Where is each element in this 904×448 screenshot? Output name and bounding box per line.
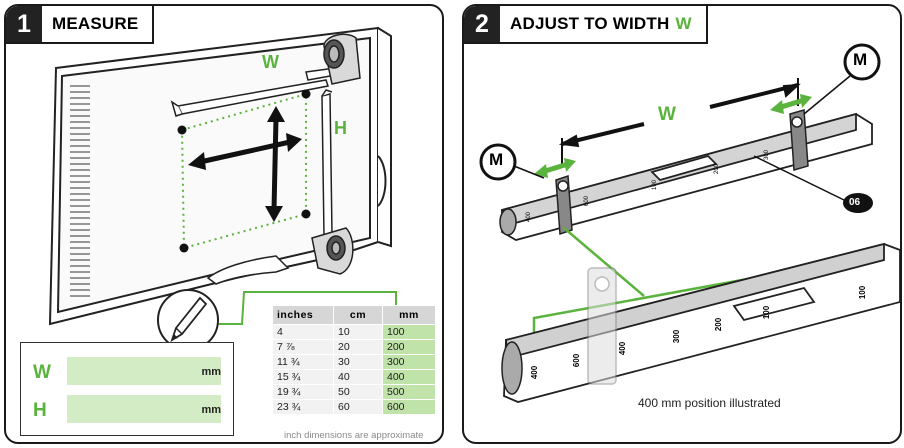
bracket-right <box>789 109 809 171</box>
m-badge-icon <box>479 43 881 181</box>
zoomed-rail <box>503 242 900 403</box>
rail-mark: 200 <box>714 163 721 175</box>
header-mm: mm <box>382 305 436 325</box>
label-h: H <box>334 118 347 138</box>
table-leader-line <box>216 291 397 325</box>
conversion-table: inches cm mm 4 10 100 7 ⅞ 20 200 11 ¾ 30… <box>272 305 436 415</box>
rail-mark: 100 <box>652 179 659 191</box>
bracket-left <box>555 174 573 236</box>
cell-cm: 40 <box>333 369 383 385</box>
cell-inches: 7 ⅞ <box>272 339 334 355</box>
height-arrow <box>265 106 285 222</box>
pencil-icon <box>157 289 219 351</box>
step1-header: 1 MEASURE <box>6 6 155 44</box>
step1-panel: 1 MEASURE <box>4 4 444 444</box>
rail-adjust-illustration <box>479 43 900 403</box>
tape-measure-top <box>323 33 361 85</box>
bracket-ghost <box>587 267 617 385</box>
table-row: 7 ⅞ 20 200 <box>272 339 436 355</box>
step1-title: MEASURE <box>52 14 139 33</box>
rail-end-cap <box>499 208 517 236</box>
cell-inches: 11 ¾ <box>272 354 334 370</box>
height-unit: mm <box>201 404 221 416</box>
m-badge-right-text: M <box>853 50 868 69</box>
part-06-text: 06 <box>849 197 861 208</box>
step2-header: 2 ADJUST TO WIDTH W <box>464 6 708 44</box>
cell-cm: 60 <box>333 399 383 415</box>
table-row: 19 ¾ 50 500 <box>272 384 436 400</box>
zoom-mark: 300 <box>672 329 682 344</box>
rail-mark: 300 <box>764 149 771 161</box>
zoom-mark: 100 <box>762 305 772 320</box>
width-key: W <box>33 362 51 383</box>
zoom-mark: 100 <box>858 285 868 300</box>
rail-mark: 400 <box>526 211 533 223</box>
tv-stand-slot <box>206 255 290 285</box>
tv-body <box>48 26 392 326</box>
cell-inches: 23 ¾ <box>272 399 334 415</box>
cell-inches: 19 ¾ <box>272 384 334 400</box>
cell-mm: 300 <box>382 354 436 370</box>
zoom-mark: 200 <box>714 317 724 332</box>
height-key: H <box>33 400 47 421</box>
cell-cm: 20 <box>333 339 383 355</box>
zoomed-rail-end-cap <box>501 341 523 395</box>
header-cm: cm <box>333 305 383 325</box>
table-row: 11 ¾ 30 300 <box>272 354 436 370</box>
label-w: W <box>262 52 279 72</box>
vesa-pattern-outline <box>180 92 307 250</box>
cell-cm: 30 <box>333 354 383 370</box>
tv-vents <box>70 85 90 297</box>
cell-cm: 10 <box>333 324 383 340</box>
table-row: 23 ¾ 60 600 <box>272 399 436 415</box>
cell-mm: 400 <box>382 369 436 385</box>
measurement-form: W mm H mm <box>20 342 234 436</box>
cell-mm: 600 <box>382 399 436 415</box>
height-value-field[interactable] <box>67 395 221 423</box>
width-value-field[interactable] <box>67 357 221 385</box>
width-row: W mm <box>21 357 233 387</box>
cell-inches: 15 ¾ <box>272 369 334 385</box>
tv-measure-illustration <box>48 26 397 351</box>
zoom-mark: 400 <box>530 365 540 380</box>
cell-mm: 200 <box>382 339 436 355</box>
double-arrow-icon <box>534 94 812 178</box>
height-row: H mm <box>21 395 233 425</box>
m-badge-left-text: M <box>489 150 504 169</box>
cell-mm: 100 <box>382 324 436 340</box>
mounting-rail <box>501 112 873 241</box>
table-note: inch dimensions are approximate <box>284 430 424 441</box>
step2-number: 2 <box>464 6 500 42</box>
zoom-mark: 600 <box>572 353 582 368</box>
cell-inches: 4 <box>272 324 334 340</box>
step2-title-accent: W <box>675 14 692 33</box>
step2-label-w: W <box>658 104 676 125</box>
zoom-mark: 400 <box>618 341 628 356</box>
rail-mark: 600 <box>584 195 591 207</box>
width-unit: mm <box>201 366 221 378</box>
step2-panel: 2 ADJUST TO WIDTH W <box>462 4 902 444</box>
tape-measure-bottom <box>311 227 354 275</box>
cell-mm: 500 <box>382 384 436 400</box>
header-inches: inches <box>272 305 334 325</box>
step1-number: 1 <box>6 6 42 42</box>
illustration-caption: 400 mm position illustrated <box>638 396 781 410</box>
cell-cm: 50 <box>333 384 383 400</box>
step2-title: ADJUST TO WIDTH W <box>500 6 706 42</box>
number-06-badge-icon <box>753 155 873 213</box>
step2-title-text: ADJUST TO WIDTH <box>510 14 670 33</box>
vesa-holes <box>177 89 311 253</box>
table-row: 15 ¾ 40 400 <box>272 369 436 385</box>
height-tape <box>321 89 333 237</box>
table-row: 4 10 100 <box>272 324 436 340</box>
